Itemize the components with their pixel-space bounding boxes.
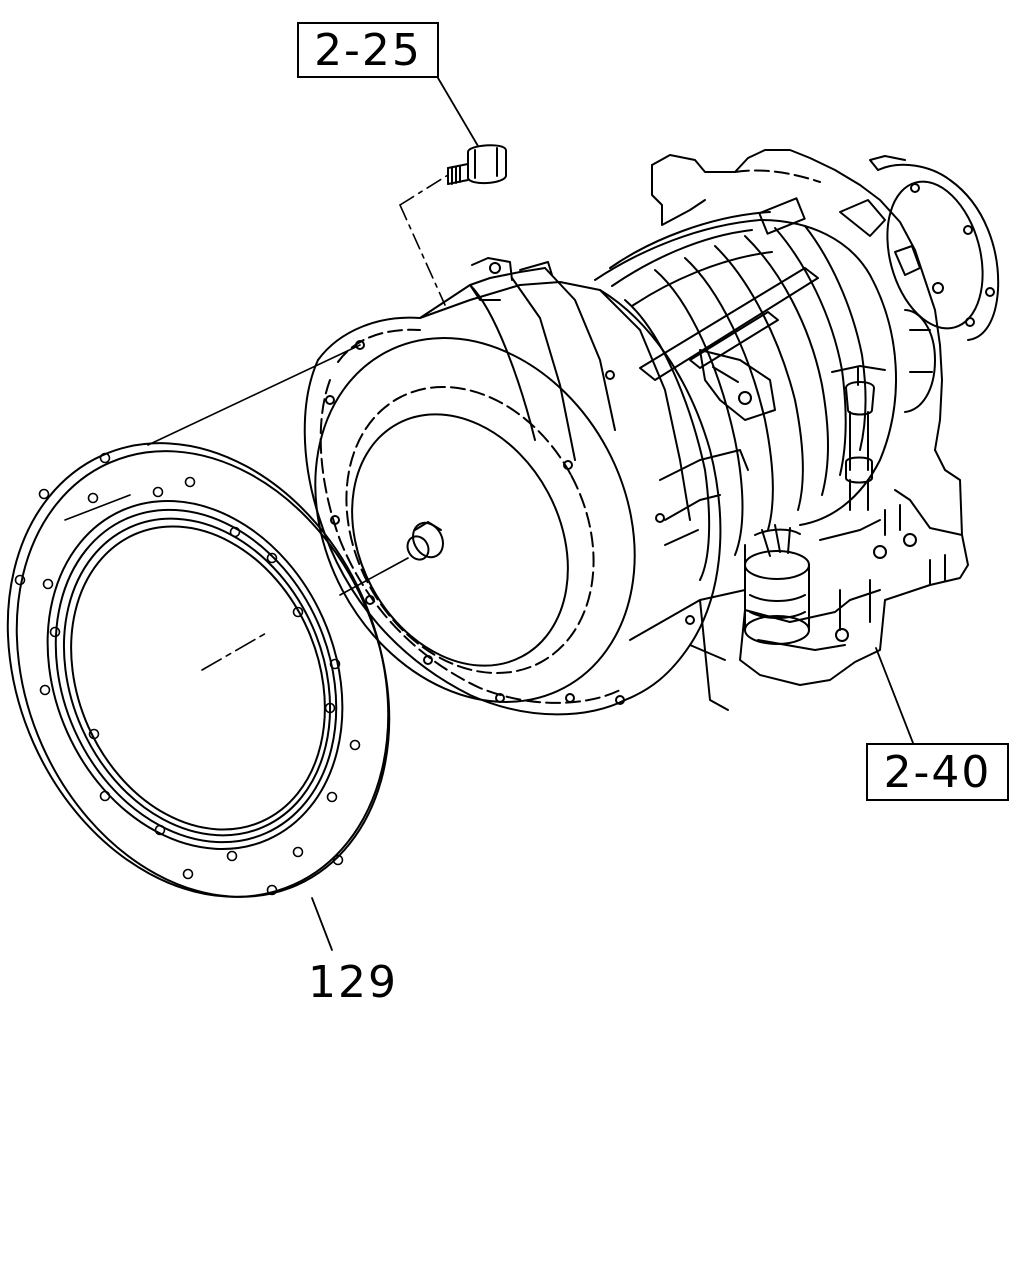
solenoid-connector bbox=[744, 524, 810, 645]
top-rail bbox=[639, 267, 819, 381]
side-bracket bbox=[699, 349, 776, 421]
flange-bolt bbox=[447, 144, 507, 185]
reference-label-bolt: 2-25 bbox=[314, 24, 422, 76]
housing-ribs bbox=[419, 257, 691, 521]
leader-129 bbox=[311, 897, 333, 951]
reference-label-transmission: 2-40 bbox=[883, 746, 992, 798]
input-hub bbox=[406, 521, 444, 561]
gasket-bolt-holes bbox=[14, 452, 361, 896]
rear-output-flange bbox=[869, 155, 1000, 341]
oil-pan-valve-body bbox=[739, 489, 969, 686]
rear-housing bbox=[651, 149, 944, 451]
part-number-gasket: 129 bbox=[308, 957, 398, 1008]
housing-gasket bbox=[6, 442, 391, 898]
dipstick-tube bbox=[831, 365, 886, 511]
reference-box-bolt[interactable]: 2-25 bbox=[297, 22, 439, 78]
torque-converter-face bbox=[314, 337, 636, 703]
leader-2-25 bbox=[437, 77, 479, 147]
bell-housing bbox=[303, 281, 722, 716]
alignment-lines bbox=[64, 174, 449, 671]
transmission-assembly bbox=[303, 149, 1000, 716]
underside-frame bbox=[629, 449, 963, 711]
ribbed-main-case bbox=[594, 211, 897, 581]
leader-lines bbox=[311, 77, 914, 951]
reference-box-transmission[interactable]: 2-40 bbox=[866, 743, 1009, 801]
leader-2-40 bbox=[875, 647, 914, 744]
